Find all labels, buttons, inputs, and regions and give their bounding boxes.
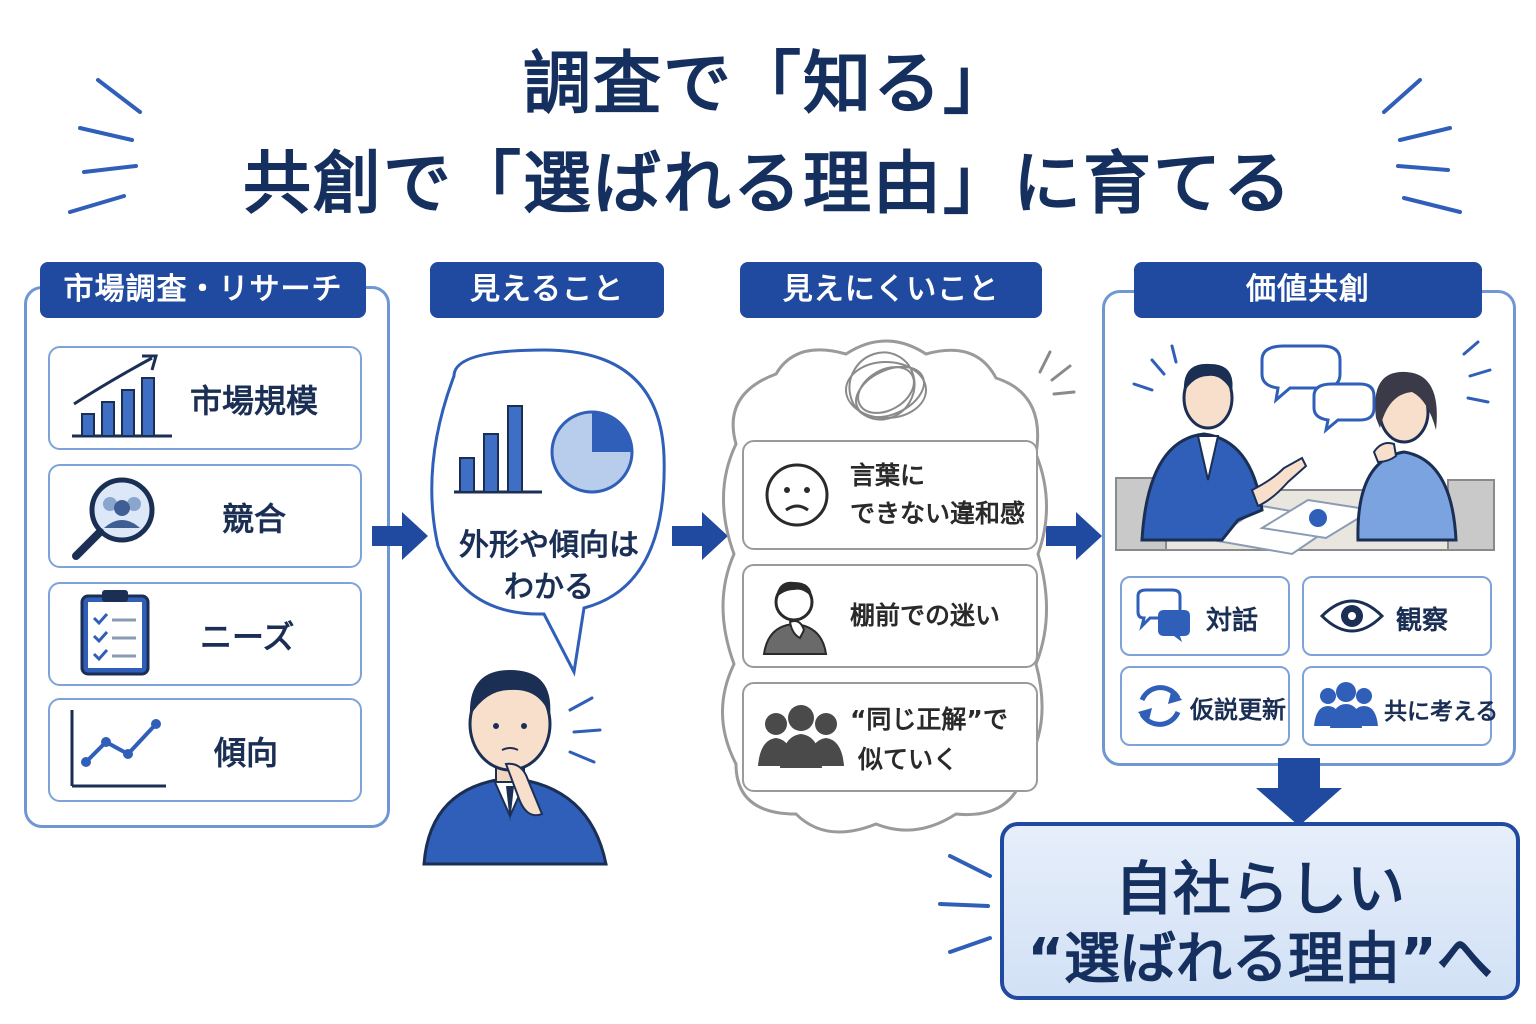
eye-icon bbox=[1319, 599, 1385, 633]
arrow-right-icon bbox=[1046, 512, 1102, 560]
refresh-arrows-icon bbox=[1138, 685, 1182, 727]
visible-header: 見えること bbox=[430, 262, 664, 318]
cocreation-item-label: 観察 bbox=[1396, 606, 1449, 636]
research-item-needs: ニーズ bbox=[48, 582, 362, 686]
dialogue-scene-icon bbox=[1115, 340, 1495, 556]
cocreation-item-dialogue: 対話 bbox=[1120, 576, 1290, 656]
arrow-right-icon bbox=[672, 512, 728, 560]
thinking-person-icon bbox=[762, 581, 828, 655]
cocreation-item-label: 仮説更新 bbox=[1190, 696, 1286, 724]
research-item-label: 傾向 bbox=[214, 734, 279, 772]
line-graph-icon bbox=[70, 710, 166, 788]
magnifier-people-icon bbox=[72, 477, 155, 560]
speech-bubbles-icon bbox=[1136, 588, 1190, 642]
cocreation-item-label: 共に考える bbox=[1384, 699, 1499, 725]
hidden-header: 見えにくいこと bbox=[740, 262, 1042, 318]
result-box bbox=[1000, 822, 1520, 1000]
cocreation-header: 価値共創 bbox=[1134, 262, 1482, 318]
cocreation-item-think-together: 共に考える bbox=[1302, 666, 1498, 746]
frown-face-icon bbox=[765, 463, 829, 527]
hidden-item-label-line1: 言葉に bbox=[850, 461, 926, 490]
cocreation-item-hypothesis-update: 仮説更新 bbox=[1120, 666, 1290, 746]
result-line2: “選ばれる理由”へ bbox=[1027, 927, 1493, 992]
main-title-line2: 共創で「選ばれる理由」に育てる bbox=[242, 145, 1293, 224]
hidden-item-label-line2: 似ていく bbox=[858, 745, 959, 774]
bubble-text-line2: わかる bbox=[504, 570, 594, 605]
research-item-label: 市場規模 bbox=[190, 382, 319, 420]
research-item-competition: 競合 bbox=[48, 464, 362, 568]
cocreation-item-observation: 観察 bbox=[1302, 576, 1492, 656]
hidden-item-sameness: “同じ正解”で 似ていく bbox=[742, 682, 1038, 792]
speech-bubble-shape bbox=[430, 348, 666, 677]
hidden-item-discomfort: 言葉に できない違和感 bbox=[742, 440, 1038, 550]
main-title-line1: 調査で「知る」 bbox=[522, 45, 1013, 124]
research-header: 市場調査・リサーチ bbox=[40, 262, 366, 318]
arrow-right-icon bbox=[372, 512, 428, 560]
clipboard-checklist-icon bbox=[80, 590, 150, 676]
bar-chart-icon bbox=[454, 405, 542, 494]
pie-chart-icon bbox=[550, 410, 634, 494]
title-accent-strokes-icon bbox=[68, 78, 1462, 214]
bubble-text-line1: 外形や傾向は bbox=[459, 528, 639, 563]
research-item-label: 競合 bbox=[222, 500, 287, 538]
hidden-item-label-line1: 棚前での迷い bbox=[850, 601, 1001, 630]
hidden-item-label-line1: “同じ正解”で bbox=[850, 705, 1008, 734]
cocreation-item-label: 対話 bbox=[1206, 606, 1259, 636]
thinking-businessman-icon bbox=[422, 670, 608, 866]
result-line1: 自社らしい bbox=[1114, 855, 1405, 923]
bar-chart-growth-icon bbox=[72, 354, 172, 438]
research-item-label: ニーズ bbox=[200, 618, 295, 656]
people-group-icon bbox=[758, 705, 844, 768]
research-item-trend: 傾向 bbox=[48, 698, 362, 802]
research-item-market-size: 市場規模 bbox=[48, 346, 362, 450]
worry-lines-icon bbox=[1038, 350, 1076, 396]
hidden-item-shelf-hesitation: 棚前での迷い bbox=[742, 564, 1038, 668]
tangled-scribble-icon bbox=[845, 351, 927, 421]
arrow-down-icon bbox=[1256, 758, 1342, 826]
team-people-icon bbox=[1314, 682, 1378, 728]
hidden-item-label-line2: できない違和感 bbox=[850, 499, 1026, 528]
